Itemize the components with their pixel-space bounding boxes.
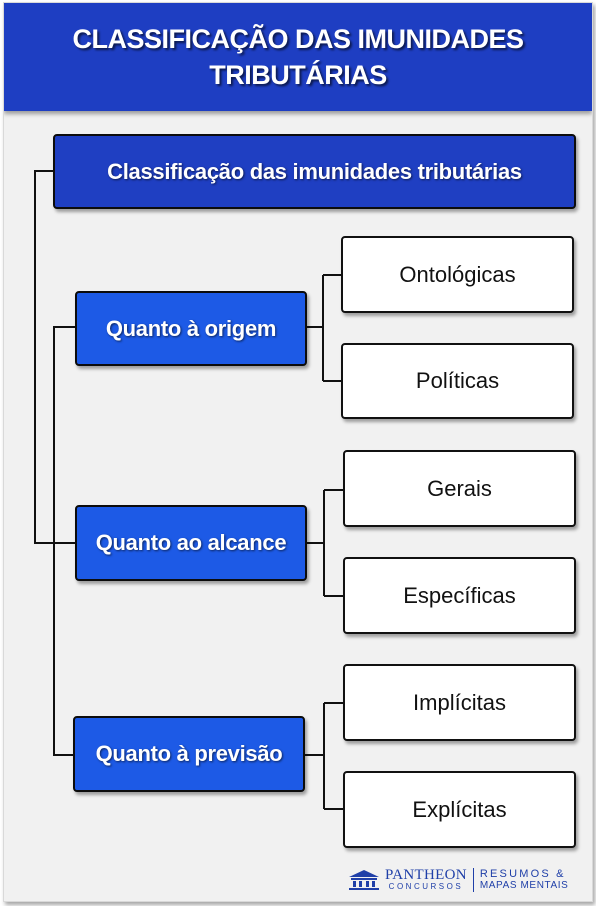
leaf-label: Ontológicas bbox=[399, 261, 516, 287]
connector-lines bbox=[34, 170, 343, 810]
header-banner: CLASSIFICAÇÃO DAS IMUNIDADES TRIBUTÁRIAS bbox=[4, 3, 592, 111]
group-2-connector bbox=[307, 489, 343, 597]
leaf-label: Implícitas bbox=[413, 689, 506, 715]
leaf-label: Gerais bbox=[427, 475, 492, 501]
pantheon-logo: PANTHEON CONCURSOS RESUMOS & MAPAS MENTA… bbox=[347, 865, 568, 895]
header-title-line-1: CLASSIFICAÇÃO DAS IMUNIDADES bbox=[72, 24, 524, 54]
group-spine bbox=[53, 326, 75, 756]
leaf-label: Específicas bbox=[403, 582, 516, 608]
group-label: Quanto à origem bbox=[105, 315, 277, 341]
group-box-alcance: Quanto ao alcance bbox=[75, 505, 307, 581]
leaf-box-especificas: Específicas bbox=[343, 557, 576, 634]
leaf-box-ontologicas: Ontológicas bbox=[341, 236, 574, 313]
group-label: Quanto ao alcance bbox=[95, 530, 287, 555]
group-1-connector bbox=[307, 274, 341, 382]
leaf-box-politicas: Políticas bbox=[341, 343, 574, 419]
root-label: Classificação das imunidades tributárias bbox=[107, 158, 522, 184]
header-title-line-2: TRIBUTÁRIAS bbox=[209, 60, 387, 90]
logo-separator bbox=[472, 868, 474, 892]
logo-tagline-line-1: RESUMOS & bbox=[479, 868, 566, 880]
logo-name: PANTHEON bbox=[385, 867, 467, 883]
leaf-label: Políticas bbox=[415, 368, 500, 393]
root-box: Classificação das imunidades tributárias bbox=[53, 134, 576, 209]
logo-brand: PANTHEON CONCURSOS bbox=[385, 868, 467, 892]
leaf-label: Explícitas bbox=[412, 796, 507, 822]
logo-tagline: RESUMOS & MAPAS MENTAIS bbox=[480, 868, 569, 892]
group-box-previsao: Quanto à previsão bbox=[73, 716, 305, 792]
group-label: Quanto à previsão bbox=[95, 741, 283, 766]
logo-tagline-line-2: MAPAS MENTAIS bbox=[479, 880, 569, 891]
group-box-origem: Quanto à origem bbox=[75, 291, 307, 366]
leaf-box-explicitas: Explícitas bbox=[343, 771, 576, 848]
temple-icon bbox=[349, 870, 379, 890]
group-3-connector bbox=[305, 702, 343, 810]
leaf-box-gerais: Gerais bbox=[343, 450, 576, 527]
infographic-frame: CLASSIFICAÇÃO DAS IMUNIDADES TRIBUTÁRIAS… bbox=[3, 2, 593, 902]
leaf-box-implicitas: Implícitas bbox=[343, 664, 576, 741]
logo-sub: CONCURSOS bbox=[388, 882, 464, 891]
